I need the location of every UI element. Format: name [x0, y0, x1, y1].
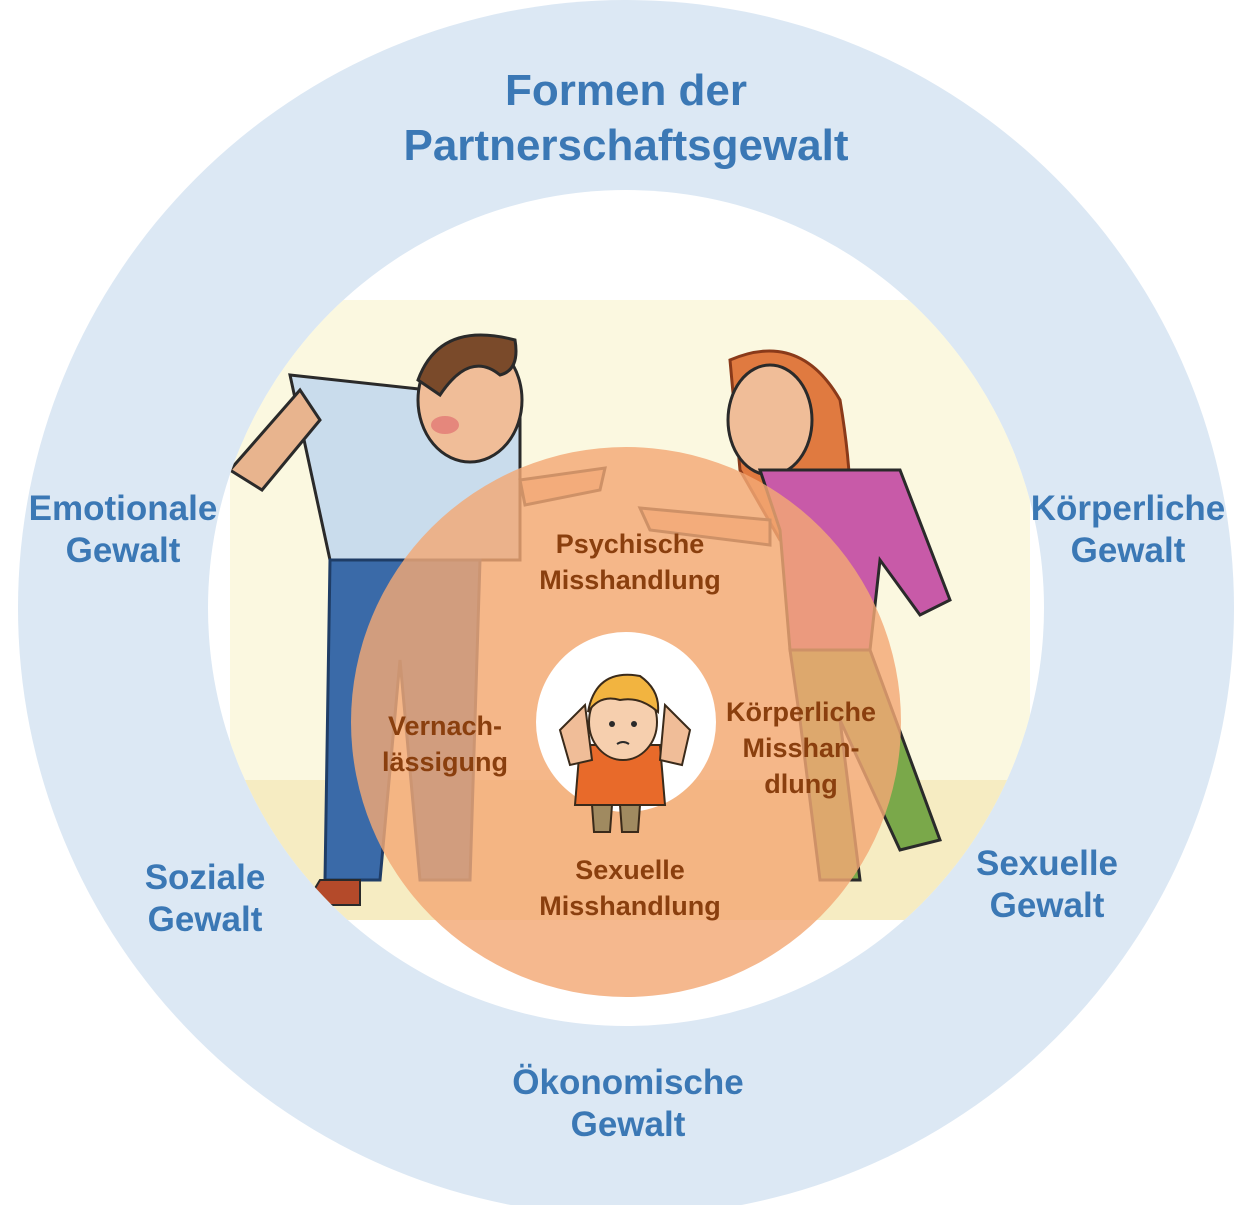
label-social-violence: Soziale Gewalt — [144, 858, 266, 939]
label-sexual-violence: Sexuelle Gewalt — [975, 844, 1119, 925]
label-emotional-violence: Emotionale Gewalt — [28, 489, 218, 570]
child-illustration — [558, 673, 692, 833]
label-psychological-abuse: Psychische Misshandlung — [539, 529, 721, 595]
label-physical-abuse: Körperliche Misshan- dlung — [725, 697, 877, 799]
label-sexual-abuse: Sexuelle Misshandlung — [539, 855, 721, 921]
title-line-1: Formen der — [504, 66, 748, 115]
label-economic-violence: Ökonomische Gewalt — [512, 1063, 744, 1144]
title-line-2: Partnerschaftsgewalt — [403, 121, 849, 170]
label-physical-violence: Körperliche Gewalt — [1030, 489, 1226, 570]
diagram-title: Formen der Partnerschaftsgewalt — [326, 63, 926, 173]
label-neglect: Vernach- lässigung — [381, 711, 509, 777]
